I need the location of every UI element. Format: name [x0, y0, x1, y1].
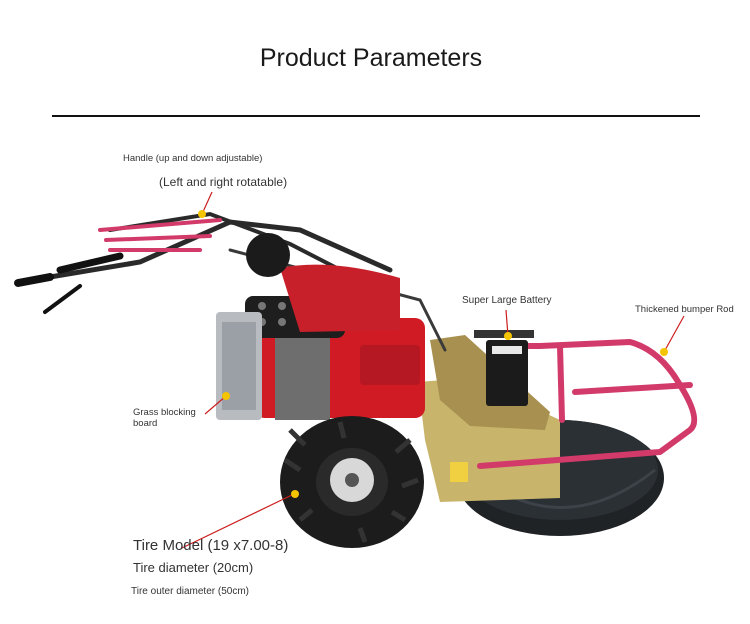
battery	[486, 340, 528, 406]
title-divider	[52, 115, 700, 117]
label-battery: Super Large Battery	[462, 295, 552, 306]
page-title: Product Parameters	[259, 44, 483, 72]
label-grass-board-line2: board	[133, 418, 158, 429]
leader-lines	[181, 191, 685, 549]
label-grass-board-line1: Grass blocking	[133, 407, 196, 418]
label-tire-outer-diameter: Tire outer diameter (50cm)	[131, 586, 249, 597]
bumper-rod	[477, 339, 698, 469]
label-handle-adjustable: Handle (up and down adjustable)	[123, 153, 263, 164]
label-tire-model: Tire Model (19 x7.00-8)	[133, 537, 289, 554]
engine	[245, 233, 425, 420]
tire	[280, 416, 424, 548]
label-tire-diameter: Tire diameter (20cm)	[133, 560, 254, 575]
markers	[198, 210, 668, 498]
label-bumper-rod: Thickened bumper Rod	[635, 304, 734, 315]
label-handle-rotatable: (Left and right rotatable)	[159, 175, 288, 189]
